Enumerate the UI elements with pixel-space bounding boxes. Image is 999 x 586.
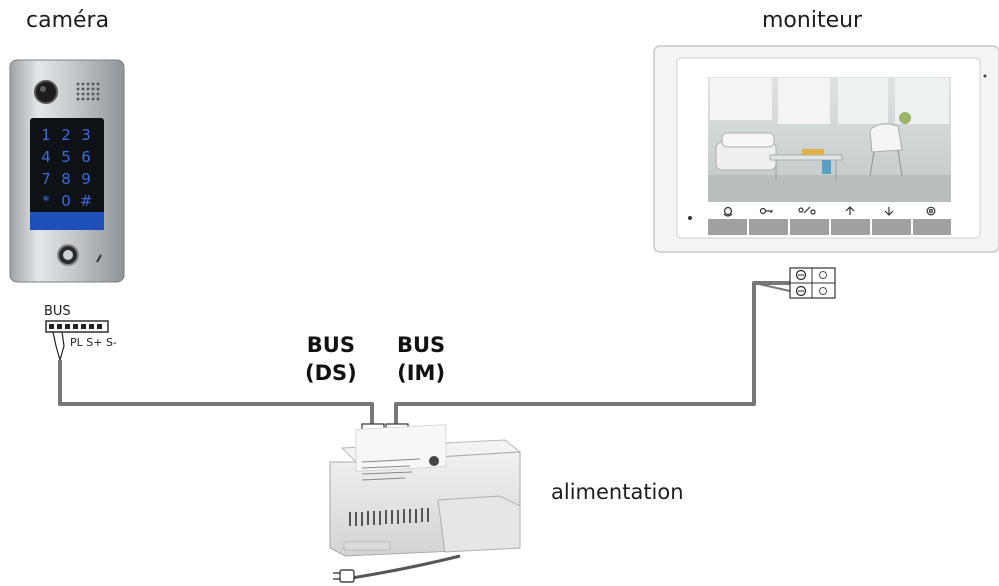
settings-icon [926, 206, 936, 216]
indoor-monitor [653, 45, 999, 253]
keypad-key-4[interactable]: 4 [41, 148, 51, 166]
keypad [30, 118, 104, 230]
keypad-key-7[interactable]: 7 [41, 170, 51, 188]
keypad-key-*[interactable]: * [42, 192, 50, 210]
keypad-key-3[interactable]: 3 [81, 126, 91, 144]
mains-plug-icon [333, 569, 355, 583]
camera-label: caméra [26, 8, 110, 33]
keypad-key-#[interactable]: # [80, 192, 93, 210]
keypad-key-2[interactable]: 2 [61, 126, 71, 144]
wire-psu-to-monitor [394, 281, 790, 424]
power-supply-label: alimentation [551, 480, 684, 504]
up-arrow-icon [845, 206, 855, 215]
keypad-key-9[interactable]: 9 [81, 170, 91, 188]
bus-im-line1: BUS [397, 333, 446, 357]
monitor-button-transfer[interactable] [790, 219, 829, 235]
monitor-button-strip [708, 219, 951, 235]
bus-im-line2: (IM) [397, 361, 446, 385]
bus-ds-line2: (DS) [305, 361, 357, 385]
keypad-key-5[interactable]: 5 [61, 148, 71, 166]
monitor-terminal-block [789, 267, 836, 299]
psu-label-sticker [355, 424, 447, 472]
keypad-key-6[interactable]: 6 [81, 148, 91, 166]
psu-vents [349, 508, 429, 526]
keypad-key-8[interactable]: 8 [61, 170, 71, 188]
monitor-label: moniteur [762, 8, 863, 33]
power-supply-unit [329, 423, 522, 583]
bus-im-label: BUS (IM) [397, 331, 445, 387]
key-icon [759, 207, 773, 215]
monitor-button-down[interactable] [872, 219, 911, 235]
bus-wires [58, 281, 791, 424]
monitor-button-unlock[interactable] [749, 219, 788, 235]
keypad-key-0[interactable]: 0 [61, 192, 71, 210]
monitor-button-talk[interactable] [708, 219, 747, 235]
intercom-icon [723, 206, 733, 217]
camera-terminal-block [45, 320, 109, 361]
camera-terminal-labels: PL S+ S- [70, 336, 117, 349]
camera-bus-label: BUS [44, 304, 71, 319]
monitor-button-up[interactable] [831, 219, 870, 235]
bus-ds-label: BUS (DS) [305, 331, 357, 387]
keypad-key-1[interactable]: 1 [41, 126, 51, 144]
keypad-blue-bar [30, 212, 104, 230]
down-arrow-icon [884, 207, 894, 216]
monitor-button-settings[interactable] [913, 219, 951, 235]
monitor-screen [708, 77, 951, 202]
wire-camera-to-psu [58, 360, 374, 424]
bus-ds-line1: BUS [306, 333, 355, 357]
transfer-icon [798, 206, 816, 215]
camera-lens-icon [34, 80, 58, 104]
psu-mains-cable [351, 554, 461, 580]
speaker-grille [76, 82, 100, 101]
